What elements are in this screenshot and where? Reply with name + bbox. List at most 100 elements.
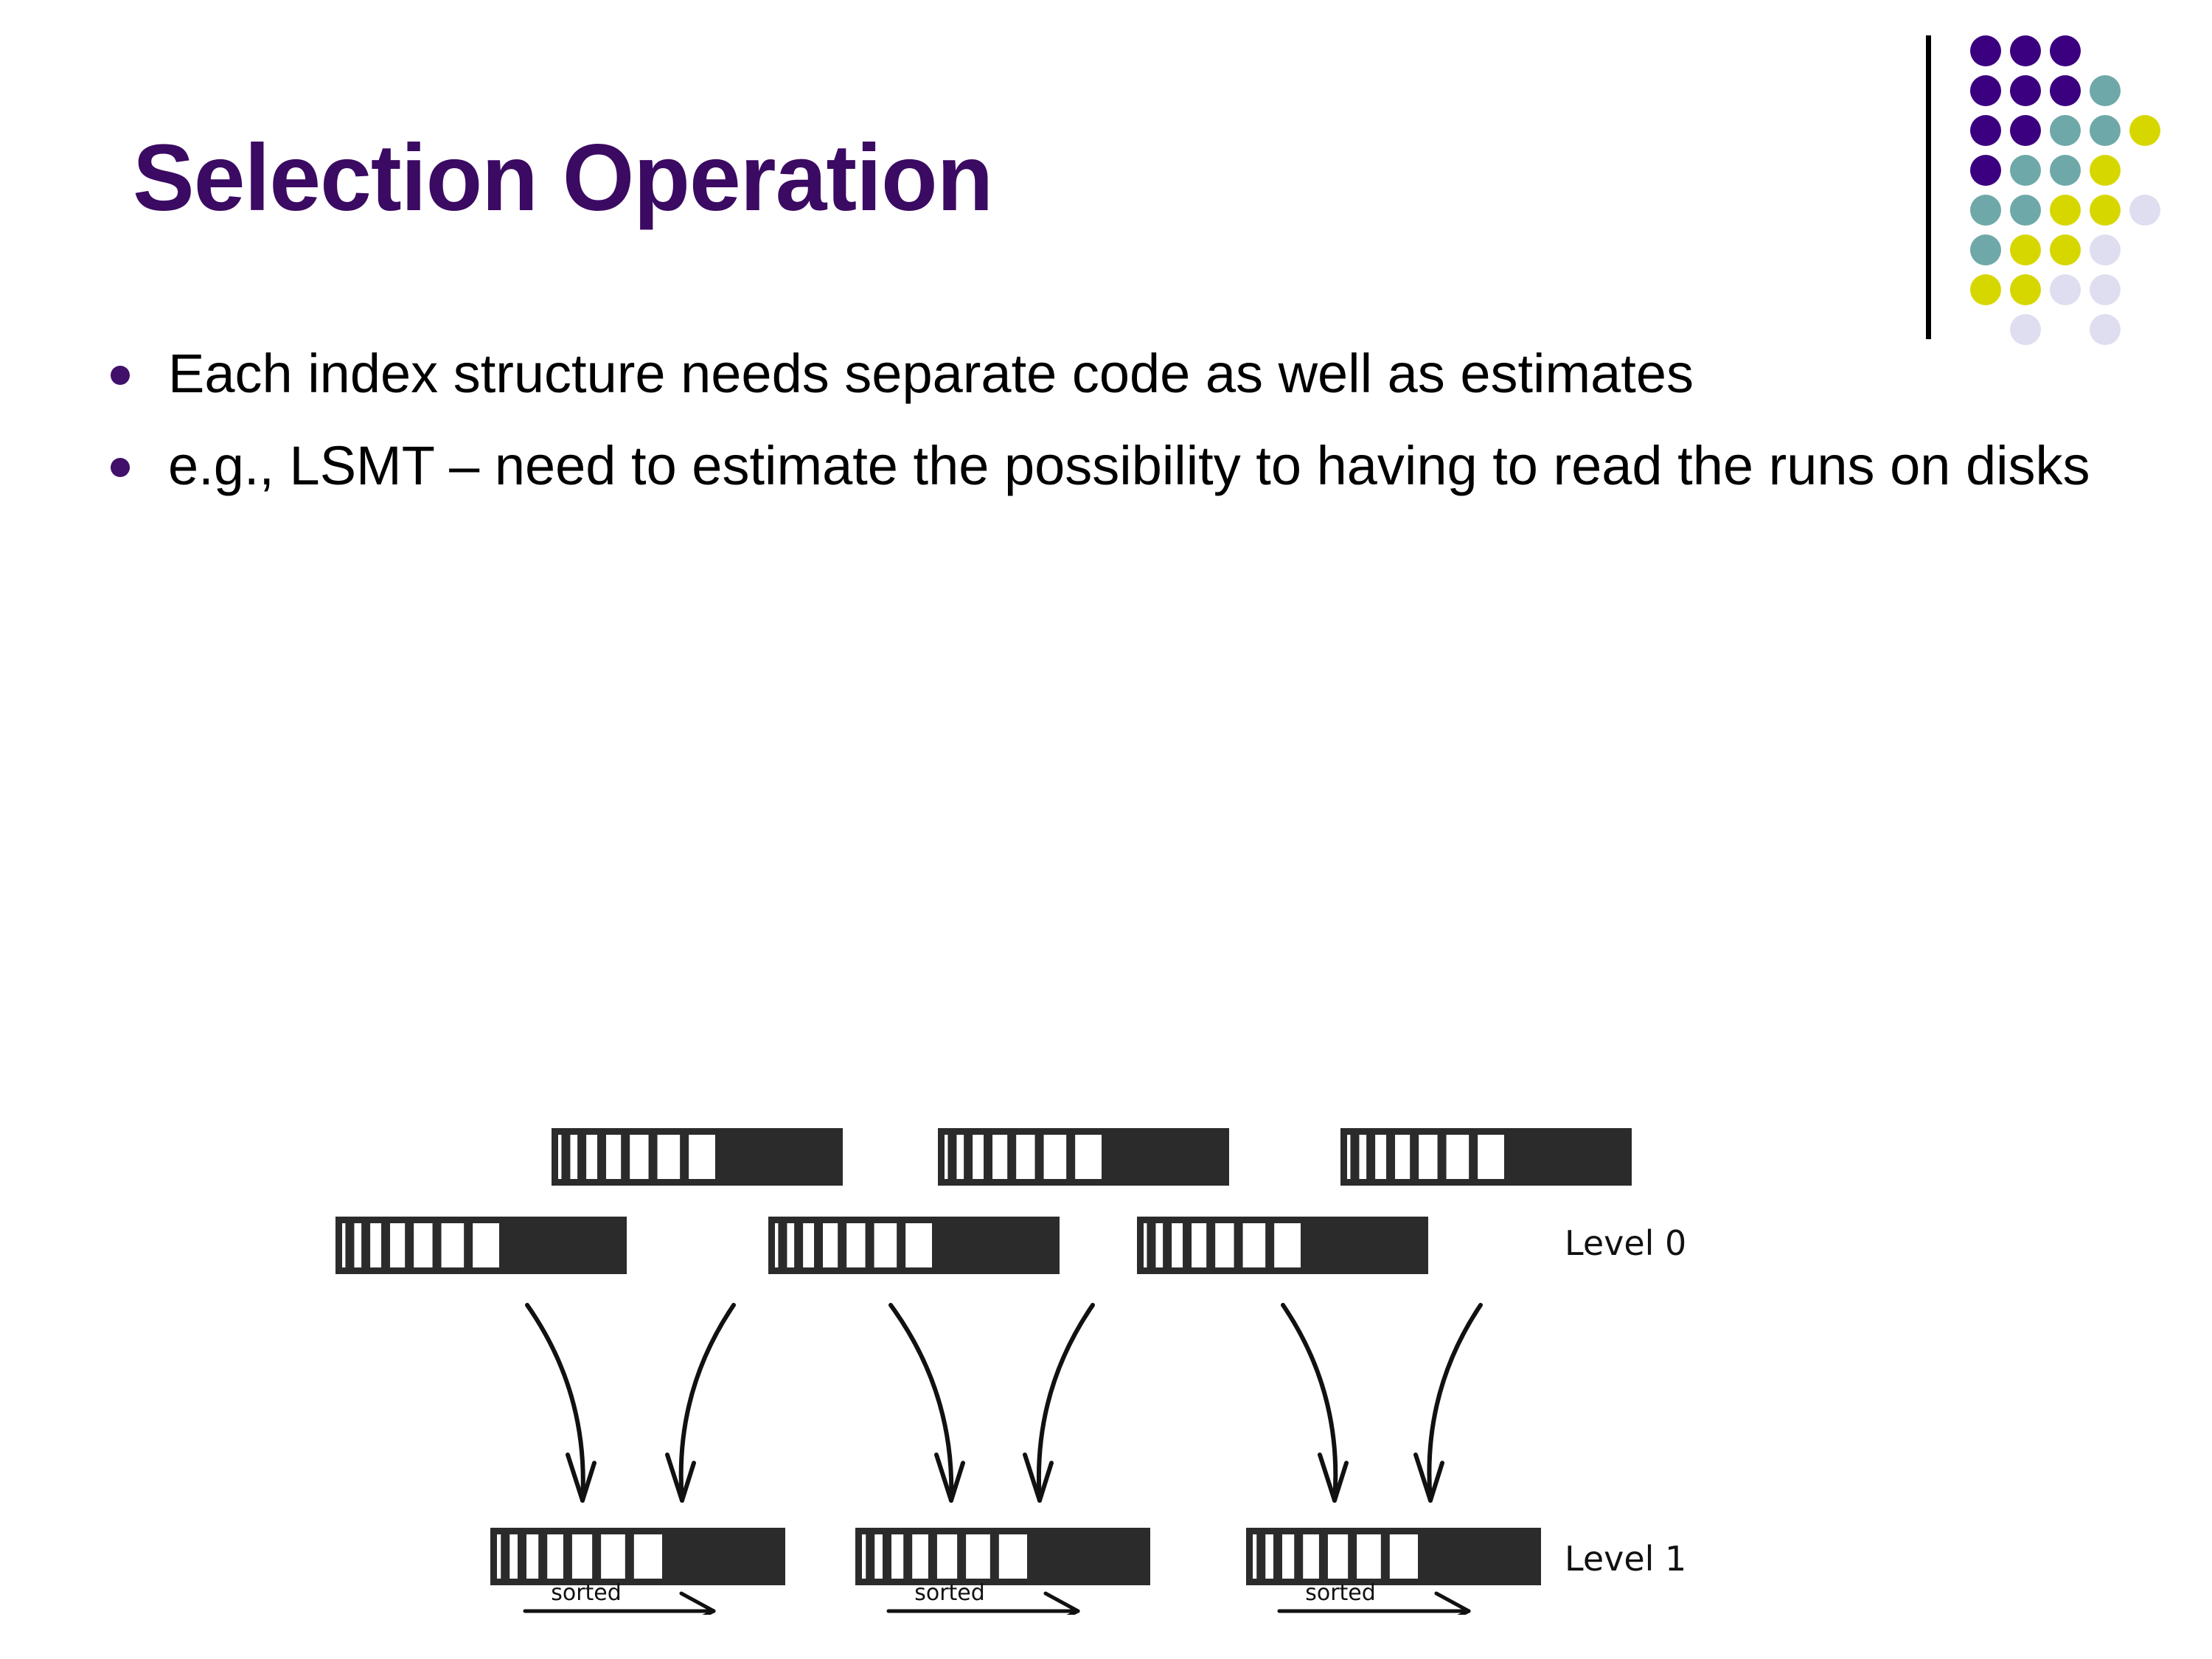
page-title: Selection Operation	[133, 125, 993, 231]
arrow-shaft	[678, 1303, 736, 1503]
logo-dot-purple-icon	[1970, 35, 2001, 66]
sstable-file	[1246, 1528, 1541, 1585]
arrow-shaft	[525, 1303, 585, 1503]
logo-dot-empty	[2129, 75, 2160, 106]
bullet-marker-icon	[111, 457, 130, 477]
logo-dot-purple-icon	[2050, 75, 2081, 106]
file-cell	[932, 1530, 962, 1583]
sorted-annotation: sorted	[523, 1580, 716, 1615]
file-cell	[1248, 1530, 1262, 1583]
file-cell	[1270, 1219, 1306, 1272]
file-cell	[886, 1530, 908, 1583]
list-item: Each index structure needs separate code…	[111, 339, 2101, 409]
file-cell	[1352, 1530, 1385, 1583]
file-cell	[771, 1219, 783, 1272]
sstable-file	[768, 1217, 1060, 1274]
arrow-head-left	[1413, 1453, 1433, 1503]
logo-dot-purple-icon	[2010, 115, 2041, 146]
file-cell	[988, 1130, 1012, 1183]
logo-dot-row	[1970, 71, 2191, 111]
sorted-arrow-head-upper	[1434, 1591, 1471, 1613]
logo-dot-purple-icon	[2010, 35, 2041, 66]
file-cell	[366, 1219, 386, 1272]
logo-dot-yellow-icon	[2050, 195, 2081, 226]
compaction-arrow	[665, 1303, 736, 1503]
file-cell	[653, 1130, 685, 1183]
arrow-head-right	[1037, 1461, 1054, 1503]
sorted-label: sorted	[914, 1580, 985, 1606]
file-cell	[1354, 1130, 1371, 1183]
file-cell	[543, 1530, 568, 1583]
file-cell	[901, 1219, 937, 1272]
file-cell	[1277, 1530, 1299, 1583]
logo-dot-empty	[2129, 35, 2160, 66]
file-cell	[1414, 1130, 1442, 1183]
file-cell	[799, 1219, 819, 1272]
file-cell	[566, 1130, 582, 1183]
arrow-head-right	[1332, 1461, 1349, 1503]
file-cell	[1167, 1219, 1188, 1272]
file-cell	[961, 1530, 995, 1583]
logo-dot-yellow-icon	[2050, 234, 2081, 265]
sstable-file	[1137, 1217, 1428, 1274]
sorted-arrow-head-upper	[679, 1591, 716, 1613]
logo-dot-row	[1970, 310, 2191, 349]
file-cell	[870, 1530, 887, 1583]
arrow-head-right	[580, 1461, 597, 1503]
logo-dot-empty	[2129, 274, 2160, 305]
logo-dot-lavender-icon	[2090, 314, 2121, 345]
file-cell	[1473, 1130, 1509, 1183]
arrow-head-right	[680, 1461, 696, 1503]
logo-dot-lavender-icon	[2129, 195, 2160, 226]
bullet-list: Each index structure needs separate code…	[111, 339, 2101, 523]
file-cell	[1298, 1530, 1324, 1583]
arrow-shaft	[1036, 1303, 1095, 1503]
level-group: Level 0	[335, 1128, 1686, 1274]
file-cell	[782, 1219, 799, 1272]
arrow-shaft	[888, 1303, 954, 1503]
level-label: Level 0	[1565, 1223, 1686, 1263]
file-cell	[521, 1530, 543, 1583]
logo-dot-yellow-icon	[2010, 274, 2041, 305]
file-cell	[1385, 1530, 1422, 1583]
arrow-head-right	[1428, 1461, 1444, 1503]
logo-dot-row	[1970, 190, 2191, 230]
file-cell	[818, 1219, 843, 1272]
logo-dot-row	[1970, 230, 2191, 270]
file-cell	[1151, 1219, 1168, 1272]
logo-dot-teal-icon	[2010, 155, 2041, 186]
file-cell	[1211, 1219, 1239, 1272]
sstable-file	[552, 1128, 843, 1186]
logo-dot-purple-icon	[2010, 75, 2041, 106]
file-cell	[858, 1530, 871, 1583]
file-cell	[684, 1130, 720, 1183]
arrow-shaft	[1427, 1303, 1483, 1503]
logo-dot-yellow-icon	[2090, 195, 2121, 226]
sorted-arrow-head-lower	[702, 1609, 716, 1615]
compaction-arrow	[1413, 1303, 1483, 1503]
file-cell	[602, 1130, 626, 1183]
logo-dot-teal-icon	[2010, 195, 2041, 226]
file-cell	[493, 1530, 506, 1583]
file-cell	[842, 1219, 870, 1272]
file-cell	[629, 1530, 667, 1583]
logo-dot-row	[1970, 150, 2191, 190]
file-cell	[567, 1530, 597, 1583]
file-cell	[1039, 1130, 1071, 1183]
sorted-arrow-head-lower	[1066, 1609, 1080, 1615]
sorted-arrow-head-upper	[1043, 1591, 1080, 1613]
file-cell	[1187, 1219, 1211, 1272]
compaction-arrow	[525, 1303, 597, 1503]
file-cell	[952, 1130, 969, 1183]
logo-dot-row	[1970, 111, 2191, 150]
file-cell	[409, 1219, 437, 1272]
file-cell	[908, 1530, 933, 1583]
logo-dot-row	[1970, 31, 2191, 71]
logo-dot-teal-icon	[2090, 75, 2121, 106]
logo-dot-yellow-icon	[1970, 274, 2001, 305]
file-cell	[468, 1219, 504, 1272]
file-cell	[582, 1130, 602, 1183]
